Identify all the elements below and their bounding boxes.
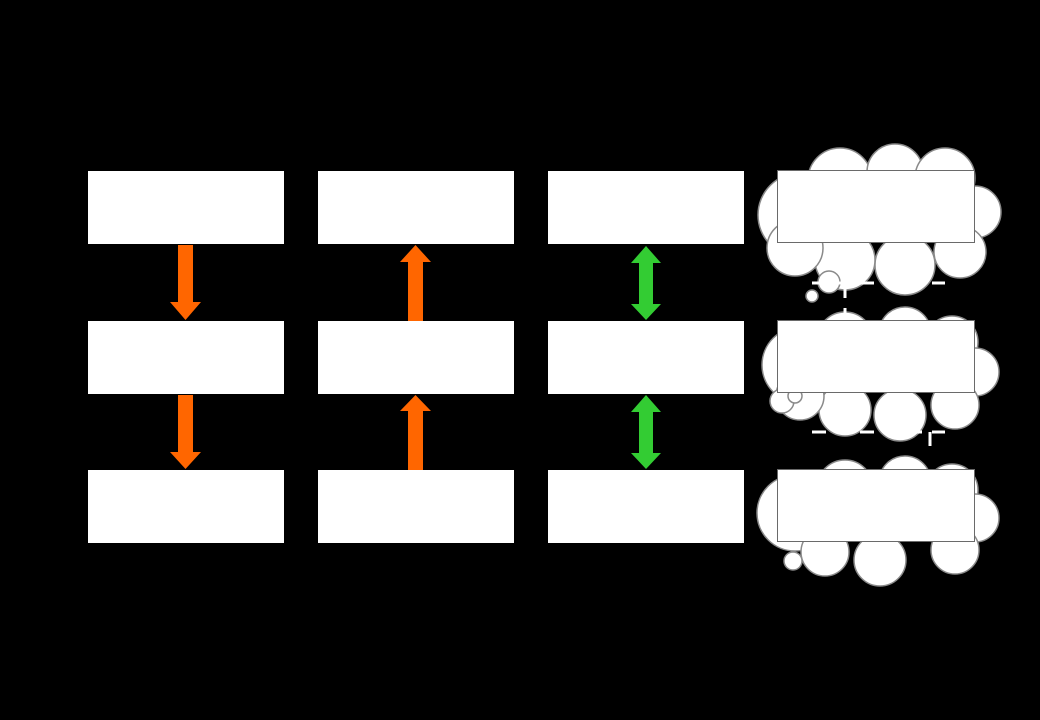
arrow-bidirectional-1 — [631, 246, 661, 320]
box-r1-c4 — [777, 170, 975, 243]
arrow-down-2 — [170, 395, 201, 469]
box-r3-c2 — [318, 470, 514, 543]
box-r3-c3 — [548, 470, 744, 543]
dashed-connector-upper — [812, 281, 945, 322]
dashed-connector-lower — [812, 430, 945, 452]
arrow-up-2 — [400, 395, 431, 470]
box-r3-c4 — [777, 469, 975, 542]
box-r2-c2 — [318, 321, 514, 394]
arrow-up-1 — [400, 245, 431, 321]
box-r2-c1 — [88, 321, 284, 394]
arrow-down-1 — [170, 245, 201, 320]
box-r2-c3 — [548, 321, 744, 394]
box-r2-c4 — [777, 320, 975, 393]
box-r1-c3 — [548, 171, 744, 244]
box-r1-c1 — [88, 171, 284, 244]
box-r1-c2 — [318, 171, 514, 244]
dashed-connectors — [812, 281, 945, 452]
box-r3-c1 — [88, 470, 284, 543]
arrow-bidirectional-2 — [631, 395, 661, 469]
